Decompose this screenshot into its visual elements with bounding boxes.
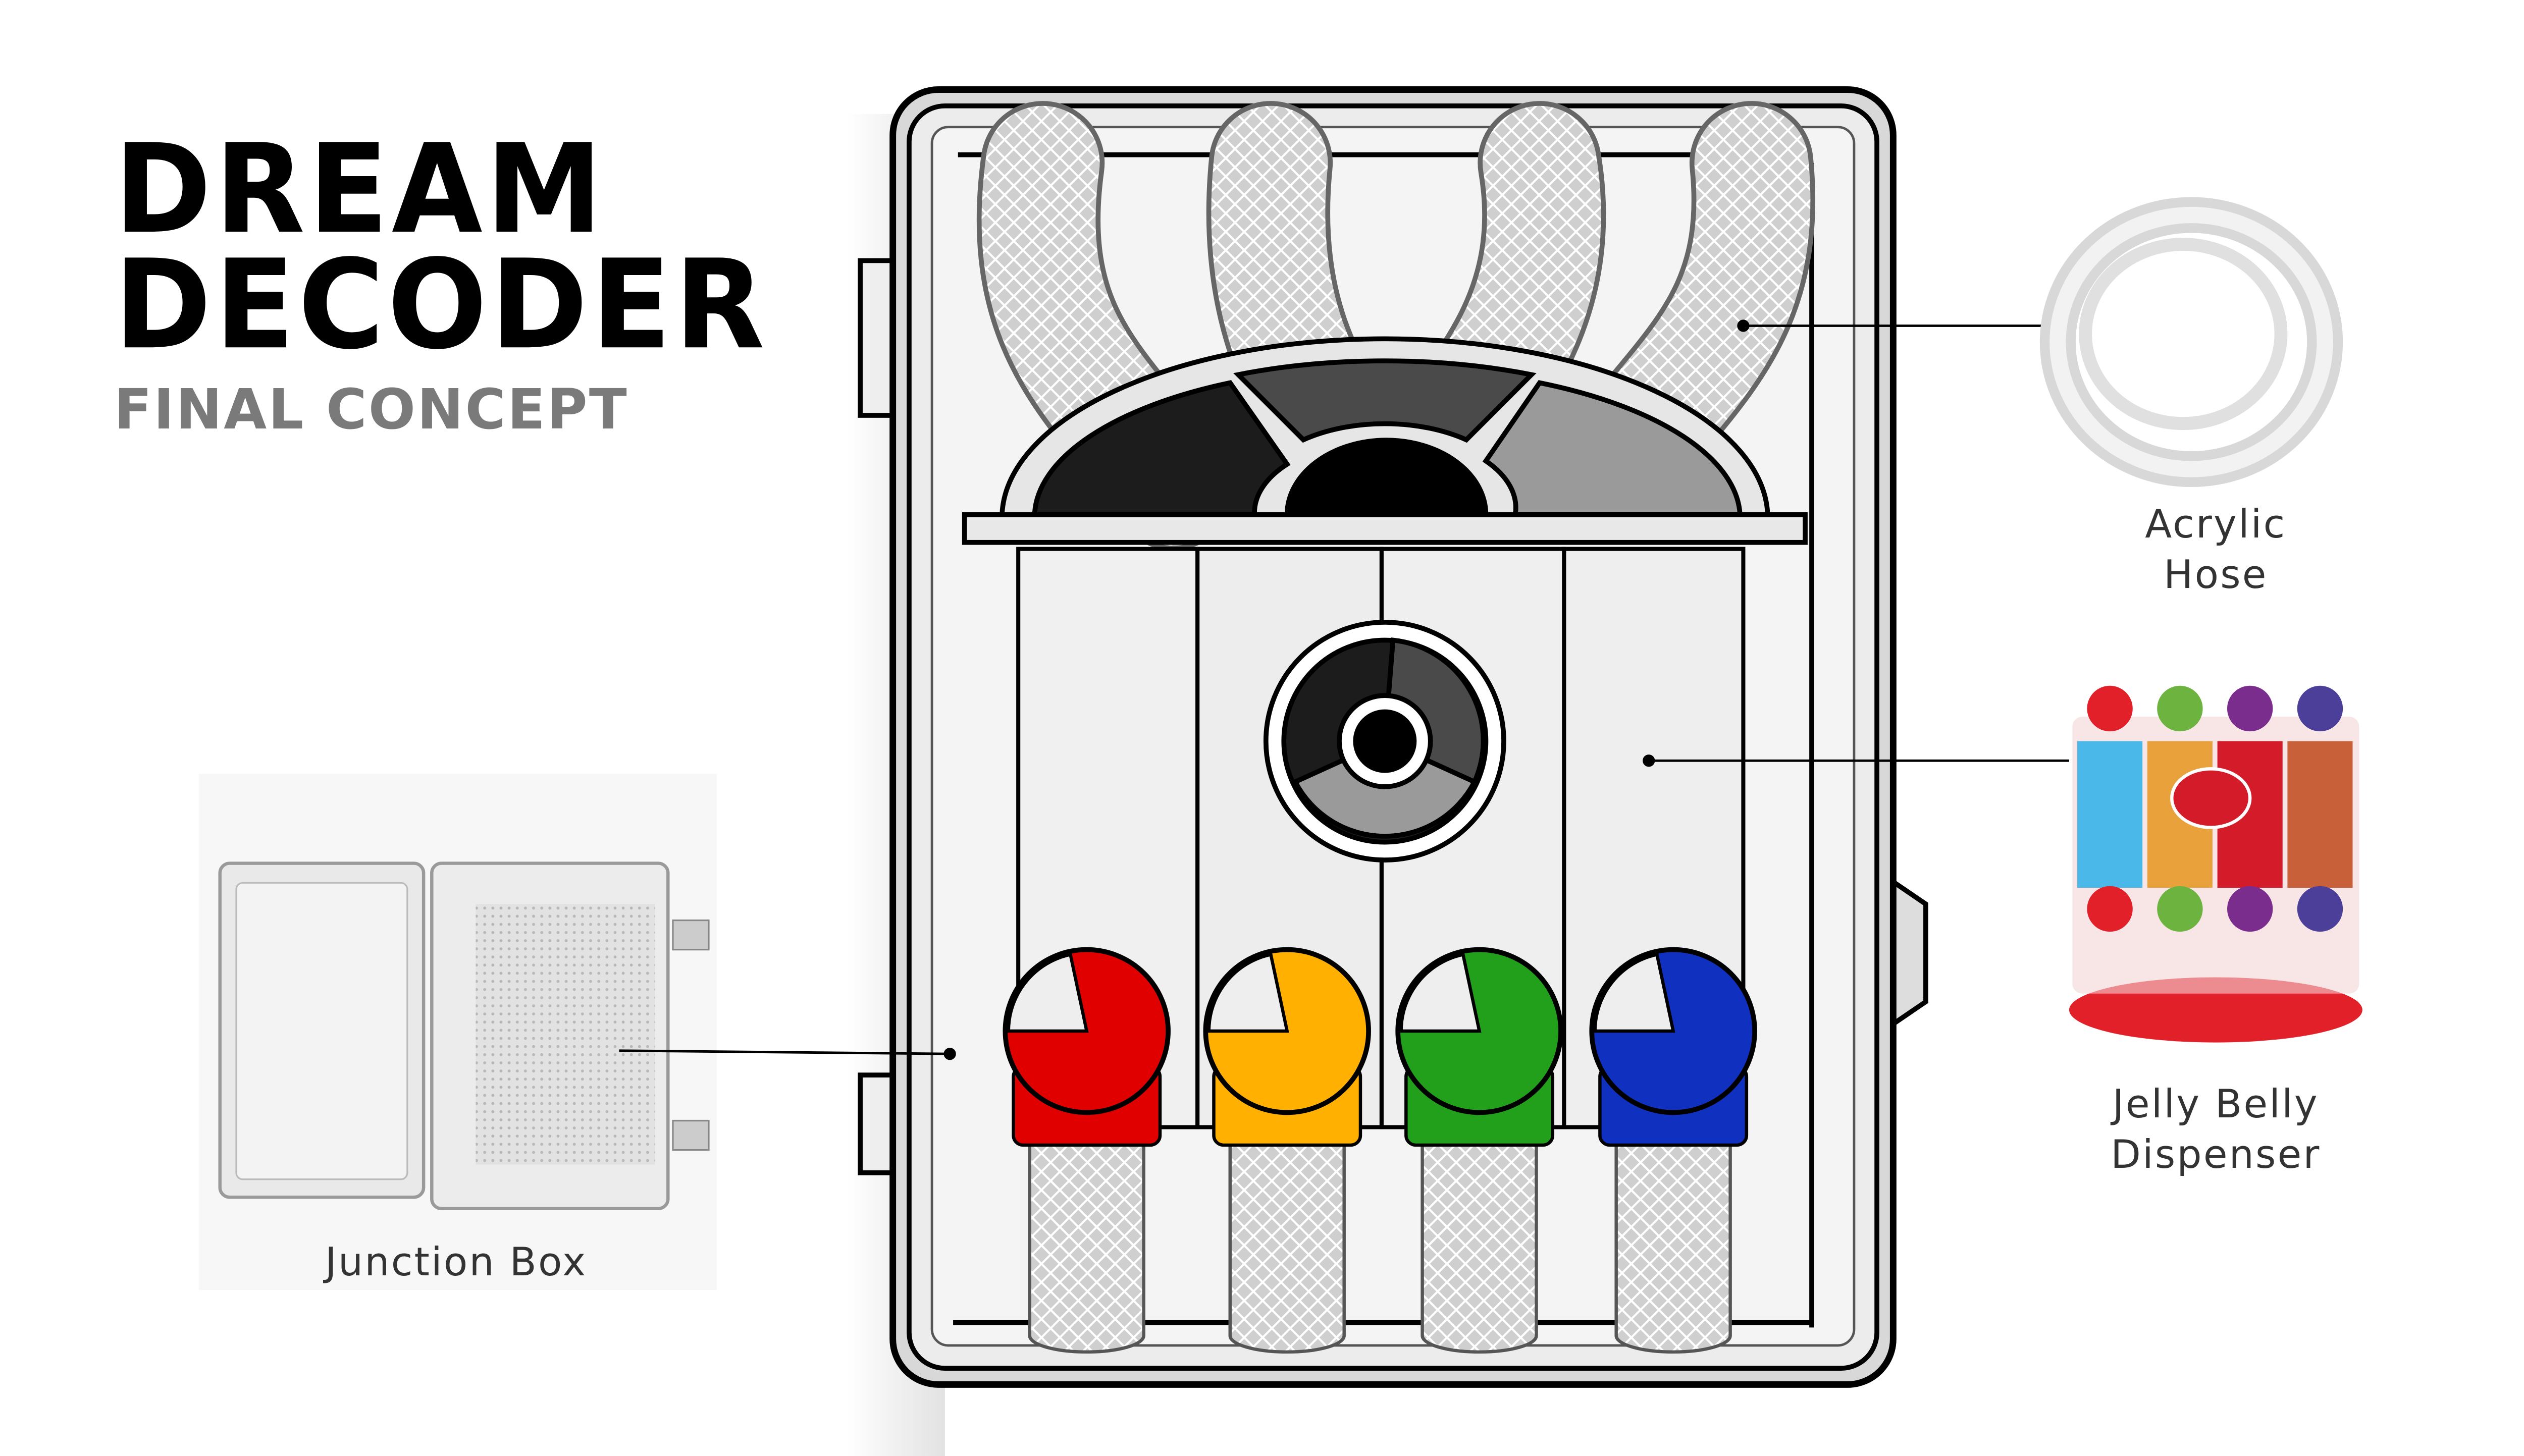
label-acrylic-hose-line1: Acrylic <box>2145 502 2287 548</box>
dispenser-1 <box>1003 947 1171 1354</box>
label-acrylic-hose: Acrylic Hose <box>2053 500 2379 601</box>
subtitle: FINAL CONCEPT <box>114 378 629 443</box>
dial-window <box>1399 952 1482 1033</box>
jelly-belly-dispenser-photo <box>2069 685 2362 1043</box>
title-line-1: DREAM <box>114 117 606 261</box>
title-line-2: DECODER <box>114 233 768 376</box>
label-jelly-belly-line2: Dispenser <box>2111 1132 2321 1178</box>
dial-window <box>1207 952 1289 1033</box>
dream-dome <box>962 336 1808 545</box>
lower-hose <box>1028 1139 1145 1354</box>
center-dial-badge <box>1263 620 1506 862</box>
dispenser-3 <box>1395 947 1563 1354</box>
label-junction-box: Junction Box <box>325 1239 588 1285</box>
label-jelly-belly: Jelly Belly Dispenser <box>2036 1080 2395 1181</box>
dispenser-2 <box>1203 947 1371 1354</box>
label-jelly-belly-line1: Jelly Belly <box>2112 1082 2319 1127</box>
dispenser-4 <box>1589 947 1757 1354</box>
callout-lines <box>619 319 2069 1060</box>
candy-dispensers <box>1003 947 1757 1354</box>
lower-hose <box>1614 1139 1732 1354</box>
lower-hose <box>1421 1139 1538 1354</box>
dial-window <box>1593 952 1675 1033</box>
dial-window <box>1007 952 1089 1033</box>
acrylic-hose-photo <box>2039 197 2343 488</box>
label-acrylic-hose-line2: Hose <box>2164 552 2268 598</box>
lower-hose <box>1228 1139 1346 1354</box>
junction-box-photo <box>198 774 717 1290</box>
